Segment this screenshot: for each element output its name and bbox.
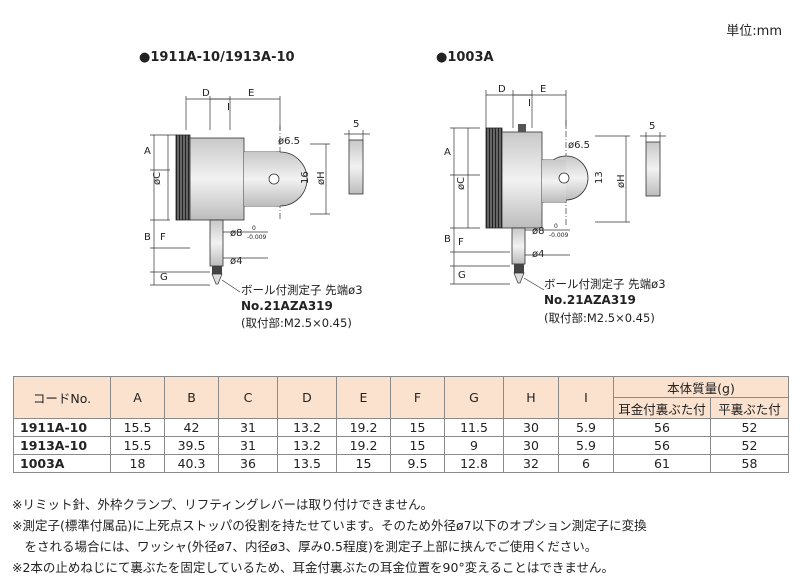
dim-A: A	[444, 147, 451, 158]
header-code: コードNo.	[13, 376, 111, 419]
dim-width: 5	[353, 119, 359, 130]
dim-C: øC	[152, 172, 163, 185]
probe-label-1003A: ボール付測定子 先端ø3	[544, 277, 666, 291]
model-title-1003A: ●1003A	[436, 50, 494, 65]
dim-width: 5	[649, 121, 655, 132]
dim-G: G	[160, 272, 168, 283]
dim-D: D	[498, 84, 506, 95]
probe-no-1911A: No.21AZA319	[241, 299, 333, 313]
header-H: H	[503, 376, 559, 419]
dim-F: F	[160, 232, 166, 243]
dim-E: E	[540, 84, 546, 95]
note-line: をされる場合には、ワッシャ(外径ø7、内径ø3、厚み0.5程度)を測定子上部に挟…	[12, 539, 598, 554]
dim-tip: ø4	[230, 256, 242, 267]
note-line: ※測定子(標準付属品)に上死点ストッパの役割を持たせています。そのため外径ø7以…	[12, 518, 647, 533]
mount-spec-1003A: (取付部:M2.5×0.45)	[544, 311, 655, 325]
header-I: I	[558, 376, 614, 419]
dim-B: B	[144, 232, 151, 243]
header-G: G	[444, 376, 504, 419]
header-C: C	[218, 376, 278, 419]
dim-zero: 0	[252, 225, 256, 232]
dim-B: B	[444, 234, 451, 245]
header-D: D	[277, 376, 337, 419]
dim-height: 13	[594, 171, 605, 184]
unit-label: 単位:mm	[726, 24, 782, 39]
dim-H: øH	[316, 171, 327, 185]
header-E: E	[336, 376, 391, 419]
dim-F: F	[458, 237, 464, 248]
note-line: ※2本の止めねじにて裏ぶたを固定しているため、耳金付裏ぶたの耳金位置を90°変え…	[12, 560, 614, 575]
dim-hole: ø6.5	[278, 136, 300, 147]
dim-H: øH	[616, 174, 627, 188]
dim-A: A	[144, 146, 151, 157]
dim-stem: ø8	[532, 226, 544, 237]
dimension-drawing-1003A: D E I A B øC F G øH 13 ø6.5 5 ø8 0 -0.00…	[444, 84, 666, 291]
dim-G: G	[458, 270, 466, 281]
header-mass: 本体質量(g)	[612, 376, 790, 398]
dimension-drawing-1911A: D E I A B øC F G øH 16 ø6.5 5 ø8 0 -0.00…	[144, 88, 370, 293]
dim-zero: 0	[554, 223, 558, 230]
notes: ※リミット針、外枠クランプ、リフティングレバーは取り付けできません。 ※測定子(…	[12, 494, 647, 578]
note-line: ※リミット針、外枠クランプ、リフティングレバーは取り付けできません。	[12, 497, 434, 512]
dim-C: øC	[456, 177, 467, 190]
dim-hole: ø6.5	[568, 140, 590, 151]
header-mass-flat: 平裏ぶた付	[709, 397, 790, 419]
header-mass-eared: 耳金付裏ぶた付	[613, 397, 711, 419]
dim-E: E	[248, 88, 254, 99]
dim-I: I	[528, 98, 531, 109]
dim-height: 16	[300, 171, 311, 184]
dim-I: I	[227, 102, 230, 113]
dim-tol: -0.009	[247, 234, 267, 241]
header-A: A	[110, 376, 165, 419]
header-B: B	[164, 376, 219, 419]
probe-label-1911A: ボール付測定子 先端ø3	[241, 283, 363, 297]
dim-D: D	[202, 88, 210, 99]
spec-table: コードNo. A B C D E F G H I 本体質量(g) 耳金付裏ぶた付…	[13, 376, 790, 473]
dim-tip: ø4	[532, 249, 544, 260]
probe-no-1003A: No.21AZA319	[544, 293, 636, 307]
dim-tol: -0.009	[549, 232, 569, 239]
header-F: F	[390, 376, 445, 419]
mount-spec-1911A: (取付部:M2.5×0.45)	[241, 316, 352, 330]
dim-stem: ø8	[230, 228, 242, 239]
model-title-1911A: ●1911A-10/1913A-10	[139, 50, 295, 65]
